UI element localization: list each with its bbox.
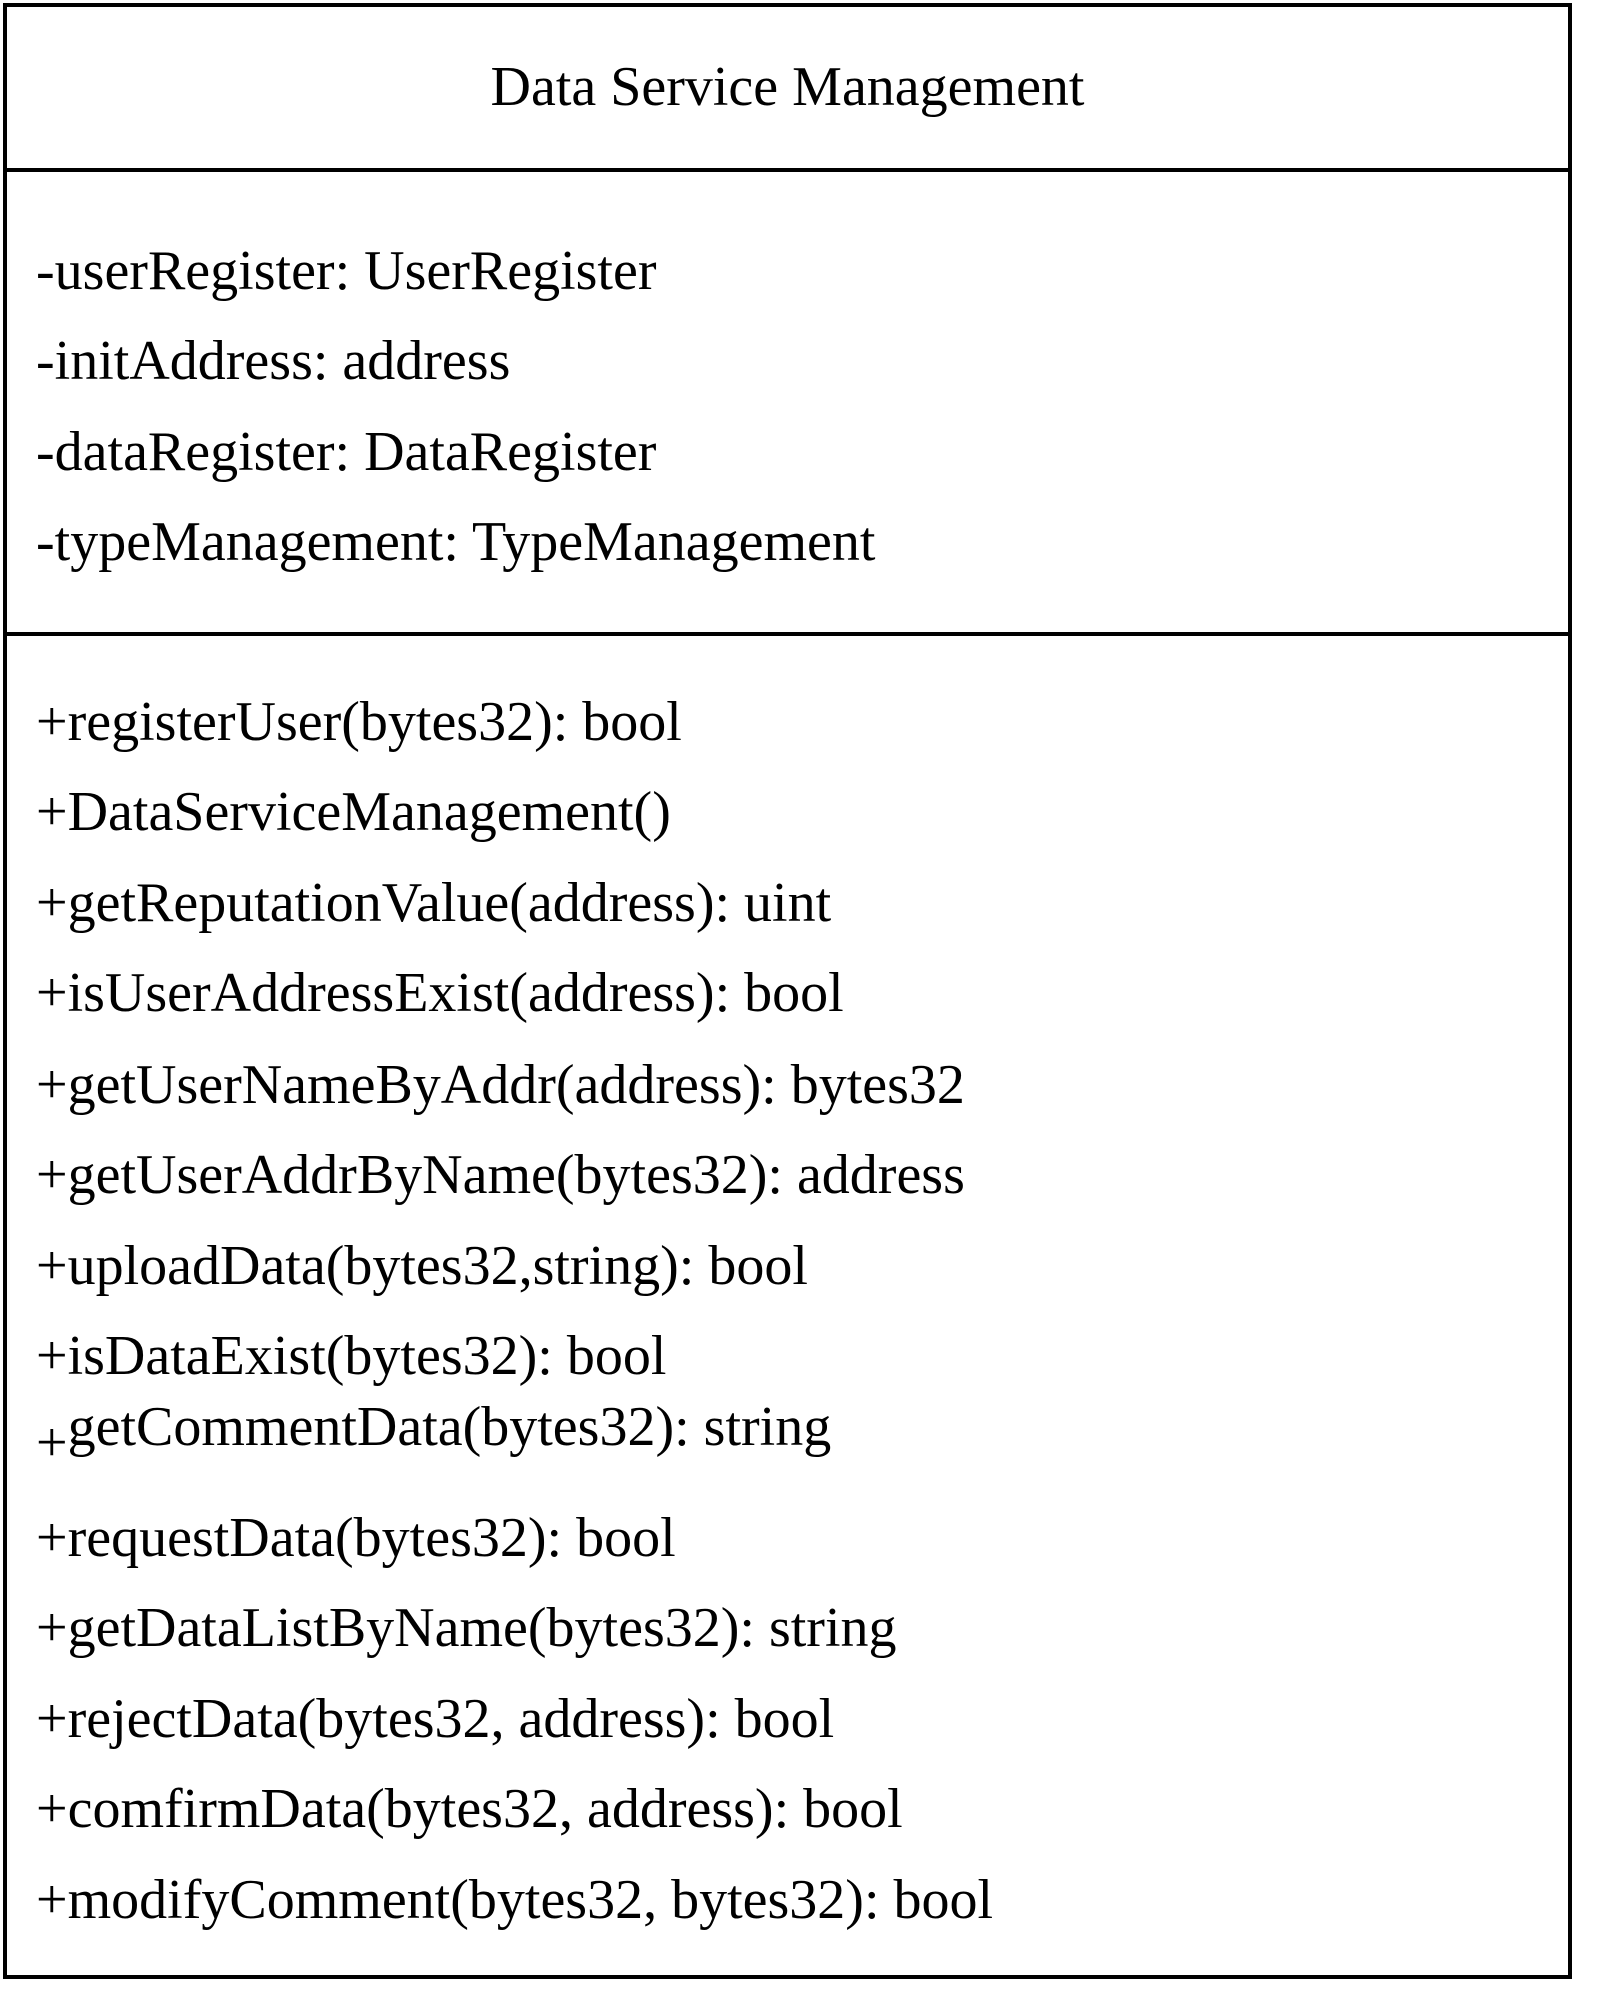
method-is-user-address-exist: +isUserAddressExist(address): bool — [36, 962, 844, 1024]
attribute-init-address: -initAddress: address — [36, 330, 511, 392]
method-get-user-addr-by-name: +getUserAddrByName(bytes32): address — [36, 1144, 965, 1206]
method-register-user: +registerUser(bytes32): bool — [36, 691, 682, 753]
method-request-data: +requestData(bytes32): bool — [36, 1507, 676, 1569]
class-name: Data Service Management — [490, 56, 1085, 118]
method-visibility-marker: + — [36, 1412, 68, 1474]
method-signature: getCommentData(bytes32): string — [67, 1396, 832, 1458]
method-get-user-name-by-addr: +getUserNameByAddr(address): bytes32 — [36, 1054, 965, 1116]
methods-compartment: +registerUser(bytes32): bool +DataServic… — [7, 636, 1568, 1975]
attributes-compartment: -userRegister: UserRegister -initAddress… — [7, 172, 1568, 636]
attribute-data-register: -dataRegister: DataRegister — [36, 421, 657, 483]
class-name-compartment: Data Service Management — [7, 7, 1568, 172]
method-get-comment-data: +getCommentData(bytes32): string — [36, 1391, 832, 1474]
method-modify-comment: +modifyComment(bytes32, bytes32): bool — [36, 1869, 994, 1931]
uml-class-box: Data Service Management -userRegister: U… — [3, 3, 1572, 1979]
method-comfirm-data: +comfirmData(bytes32, address): bool — [36, 1778, 903, 1840]
method-get-reputation-value: +getReputationValue(address): uint — [36, 872, 832, 934]
attribute-user-register: -userRegister: UserRegister — [36, 240, 657, 302]
method-reject-data: +rejectData(bytes32, address): bool — [36, 1688, 835, 1750]
method-is-data-exist: +isDataExist(bytes32): bool — [36, 1325, 667, 1387]
method-upload-data: +uploadData(bytes32,string): bool — [36, 1235, 808, 1297]
method-get-data-list-by-name: +getDataListByName(bytes32): string — [36, 1597, 897, 1659]
method-data-service-management: +DataServiceManagement() — [36, 781, 671, 843]
attribute-type-management: -typeManagement: TypeManagement — [36, 511, 876, 573]
